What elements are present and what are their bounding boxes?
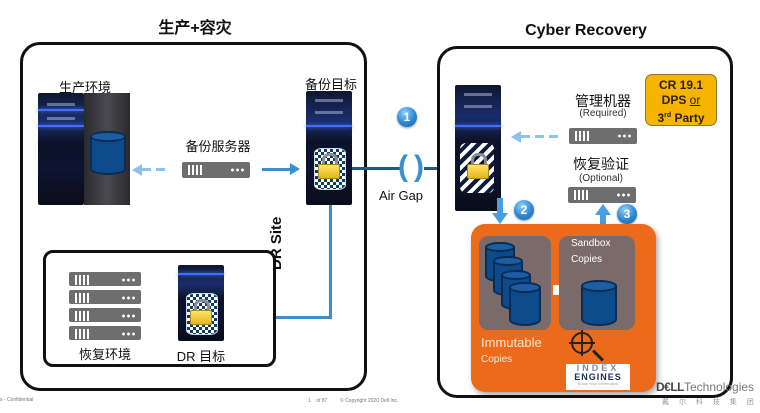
verify-optional-label: (Optional)	[579, 173, 623, 184]
server-icon	[69, 308, 141, 322]
verify-server-icon	[568, 187, 636, 203]
right-section-title: Cyber Recovery	[525, 22, 647, 39]
production-storage-array	[38, 93, 130, 205]
step-2-badge: 2	[514, 200, 534, 220]
backup-server-label: 备份服务器	[185, 139, 251, 154]
backup-target-storage-icon	[306, 91, 352, 205]
air-gap-bracket-icon: )	[414, 150, 424, 183]
database-icon	[90, 131, 126, 175]
cr-version-line2: DPS or	[661, 93, 701, 107]
lock-icon	[190, 299, 212, 325]
mgmt-server-icon	[569, 128, 637, 144]
replication-line	[241, 316, 332, 319]
mgmt-dashed-line	[521, 135, 561, 138]
server-icon	[69, 326, 141, 340]
step-2-arrow-icon	[492, 213, 508, 224]
recovery-env-servers	[69, 272, 141, 342]
lock-icon	[467, 153, 489, 179]
dell-technologies-logo: D€LLTechnologies	[656, 380, 755, 394]
backup-flow-line	[262, 168, 290, 171]
backup-arrow-icon	[290, 163, 300, 175]
cr-version-line1: CR 19.1	[658, 78, 704, 92]
replication-line	[329, 205, 332, 318]
recovery-env-label: 恢复环境	[78, 347, 131, 362]
footer-classification: s - Confidential	[0, 397, 34, 403]
step-2-line	[497, 198, 503, 214]
crosshair-magnifier-icon	[569, 330, 605, 362]
mgmt-arrow-icon	[511, 131, 521, 143]
footer-copyright: © Copyright 2020 Dell Inc.	[340, 398, 399, 404]
lock-icon	[318, 153, 340, 179]
isolated-vault: Sandbox Copies Immutable Copies INDEX EN…	[471, 224, 656, 392]
dell-cn-brand: 戴 尔 科 技 集 团	[662, 399, 758, 406]
left-section-title: 生产+容灾	[158, 20, 232, 37]
air-gap-label: Air Gap	[378, 188, 424, 203]
immutable-copies-panel	[479, 236, 551, 330]
sandbox-copies-panel: Sandbox Copies	[559, 236, 635, 330]
restore-dashed-line	[142, 168, 170, 171]
production-env-label: 生产环境	[58, 80, 111, 95]
step-1-badge: 1	[397, 107, 417, 127]
cr-version-badge: CR 19.1 DPS or 3rd Party	[645, 74, 717, 126]
backup-target-label: 备份目标	[304, 77, 357, 92]
dr-target-label: DR 目标	[176, 349, 226, 364]
air-gap-link	[352, 167, 400, 170]
air-gap-bracket-icon: (	[398, 150, 408, 183]
mgmt-machine-label: 管理机器	[575, 93, 631, 109]
step-3-arrow-icon	[595, 204, 611, 215]
server-icon	[69, 290, 141, 304]
cr-version-line3: 3rd Party	[657, 111, 705, 125]
step-3-badge: 3	[617, 204, 637, 224]
index-engines-logo: INDEX ENGINES Know Your Information	[566, 364, 630, 390]
database-icon	[509, 282, 541, 326]
sandbox-label-line2: Copies	[571, 254, 603, 265]
immutable-label-line1: Immutable	[481, 335, 542, 350]
verify-machine-label: 恢复验证	[573, 156, 629, 172]
dr-target-storage-icon	[178, 265, 224, 341]
sandbox-label-line1: Sandbox	[571, 238, 611, 249]
immutable-label-line2: Copies	[481, 354, 513, 365]
backup-server-icon	[182, 162, 250, 178]
restore-arrow-icon	[132, 164, 142, 176]
footer-page-number: 1 of 87	[308, 398, 328, 404]
storage-rack-icon	[38, 93, 84, 205]
database-icon	[581, 280, 617, 326]
server-icon	[69, 272, 141, 286]
vault-storage-icon	[455, 85, 501, 211]
mgmt-required-label: (Required)	[579, 108, 627, 119]
